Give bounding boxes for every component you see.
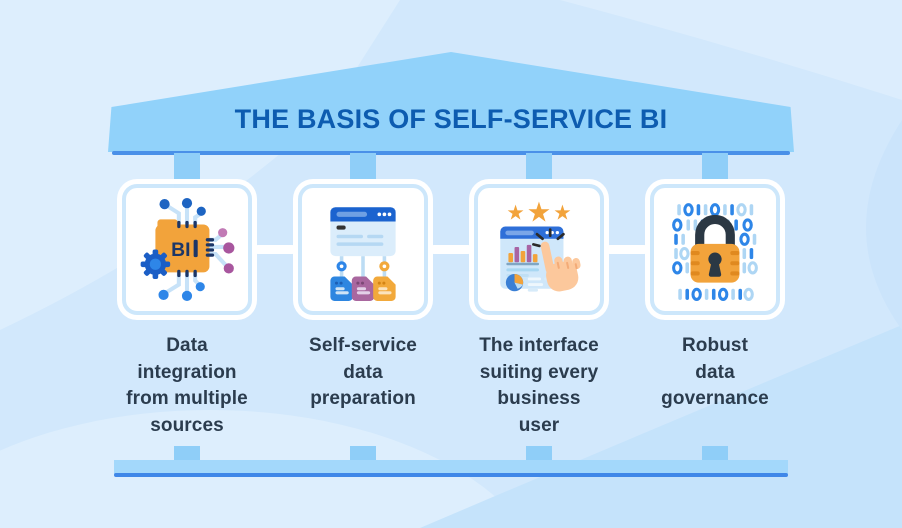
card-label-governance: Robust data governance <box>661 335 769 409</box>
star-icon: ★ <box>527 197 552 227</box>
card-inner <box>298 184 428 315</box>
base-line <box>114 473 788 477</box>
card-connector-line-3 <box>606 245 648 254</box>
card-inner: ★ ★ ★ <box>474 184 604 315</box>
card-inner: BI <box>122 184 252 315</box>
pillar-stub-top-3 <box>526 153 552 180</box>
star-icon: ★ <box>506 202 524 224</box>
pillar-stub-bottom-3 <box>526 446 552 461</box>
bi-folder-circuit-icon: BI <box>140 197 235 301</box>
card-self-service-preparation <box>293 179 433 320</box>
pediment-baseline <box>112 151 790 155</box>
pillar-stub-bottom-2 <box>350 446 376 461</box>
card-data-integration: BI <box>117 179 257 320</box>
svg-text:BI: BI <box>171 239 190 261</box>
card-robust-governance <box>645 179 785 320</box>
pillar-stub-top-2 <box>350 153 376 180</box>
star-icon: ★ <box>553 202 571 224</box>
card-connector-line-2 <box>430 245 472 254</box>
card-label-interface: The interface suiting every business use… <box>479 335 599 436</box>
card-inner <box>650 184 780 315</box>
page-title: THE BASIS OF SELF-SERVICE BI <box>234 104 668 134</box>
pillar-stub-bottom-1 <box>174 446 200 461</box>
card-connector-line-1 <box>254 245 296 254</box>
pillar-stub-top-1 <box>174 153 200 180</box>
card-label-data-integration: Data integration from multiple sources <box>126 335 248 436</box>
browser-to-files-flow-icon <box>330 206 396 301</box>
pillar-stub-top-4 <box>702 153 728 180</box>
pillar-stub-bottom-4 <box>702 446 728 461</box>
card-label-self-service: Self-service data preparation <box>309 335 417 409</box>
base-bar <box>114 460 788 474</box>
binary-padlock-icon <box>672 202 758 301</box>
starred-dashboard-click-icon: ★ ★ ★ <box>500 197 581 292</box>
card-interface-for-every-user: ★ ★ ★ <box>469 179 609 320</box>
